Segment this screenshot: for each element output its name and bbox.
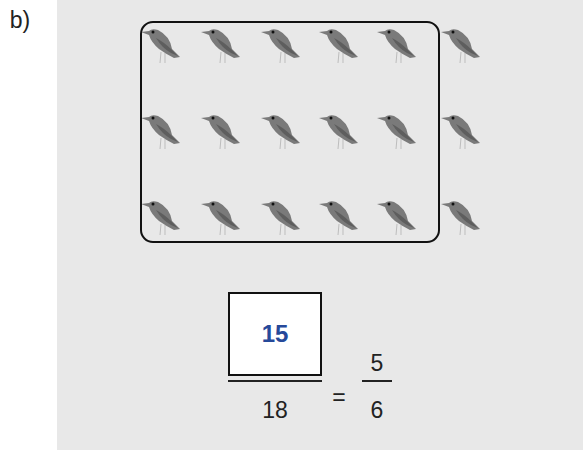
- denominator: 18: [262, 398, 288, 423]
- answer-number: 15: [262, 320, 289, 348]
- fraction-bar: [362, 380, 392, 382]
- bird-group: [141, 29, 480, 235]
- fraction-bar: [228, 380, 322, 382]
- group-outline: [141, 22, 439, 242]
- numerator: 5: [371, 351, 384, 376]
- panel-ground: [57, 0, 583, 450]
- denominator: 6: [371, 398, 384, 423]
- answer-box: 15: [228, 292, 322, 376]
- part-label: b): [10, 8, 30, 33]
- equals-sign: =: [332, 385, 345, 410]
